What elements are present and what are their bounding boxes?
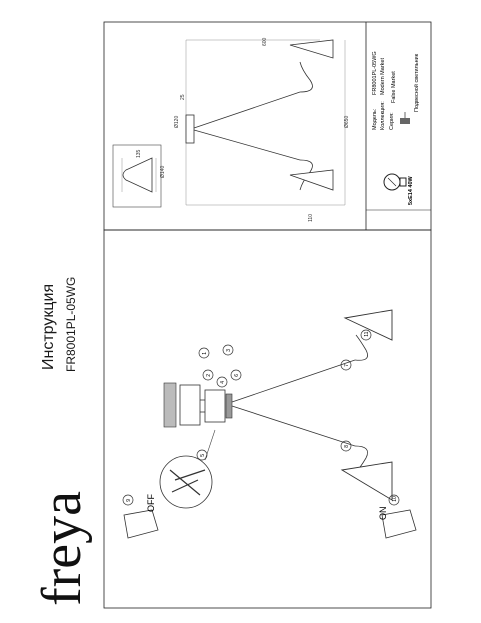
switch-on-label: ON: [378, 507, 388, 521]
spec-model-label: Модель:: [372, 108, 378, 130]
bulb-icon: [383, 173, 407, 191]
step-markers: [122, 329, 400, 506]
spec-collection-value: Modern Market: [380, 58, 386, 95]
switch-off-box: [123, 509, 159, 539]
step-number: 10: [392, 496, 398, 502]
step-number: 4: [220, 381, 226, 384]
pendant-icon: [400, 112, 410, 124]
assembled-lamp: [231, 309, 393, 501]
spec-bulb: 5xE14 40W: [408, 175, 414, 205]
spec-model-value: FR8001PL-05WG: [372, 51, 378, 95]
step-number: 9: [126, 499, 132, 502]
step-number: 3: [226, 349, 232, 352]
dim-width: 600: [262, 37, 268, 46]
step-number: 11: [364, 331, 370, 336]
switch-on-box: [381, 509, 417, 539]
dim-span: Ø650: [344, 116, 350, 128]
step-number: 8: [344, 445, 350, 448]
ceiling-mount: [163, 382, 233, 428]
spec-series-label: Серия:: [389, 112, 395, 130]
step-number: 5: [200, 454, 206, 457]
step-number: 2: [206, 374, 212, 377]
step-number: 1: [202, 352, 208, 355]
switch-off-label: OFF: [146, 494, 156, 512]
dim-shade-top: 135: [136, 149, 142, 158]
dim-shade-height: Ø140: [160, 166, 166, 178]
spec-series-value: False Market: [391, 71, 397, 103]
spec-collection-label: Коллекция:: [380, 101, 386, 130]
dim-canopy-dia: Ø120: [174, 116, 180, 128]
dim-canopy-h: 25: [180, 94, 186, 100]
shade-detail: [112, 144, 162, 208]
assembly-frame: [103, 229, 432, 609]
step-number: 7: [344, 364, 350, 367]
dim-drop: 110: [308, 214, 314, 222]
spec-type-value: Подвесной светильник: [413, 53, 420, 112]
wiring-detail: [159, 429, 216, 509]
lamp-dimension-drawing: [185, 39, 346, 206]
step-number: 6: [234, 374, 240, 377]
